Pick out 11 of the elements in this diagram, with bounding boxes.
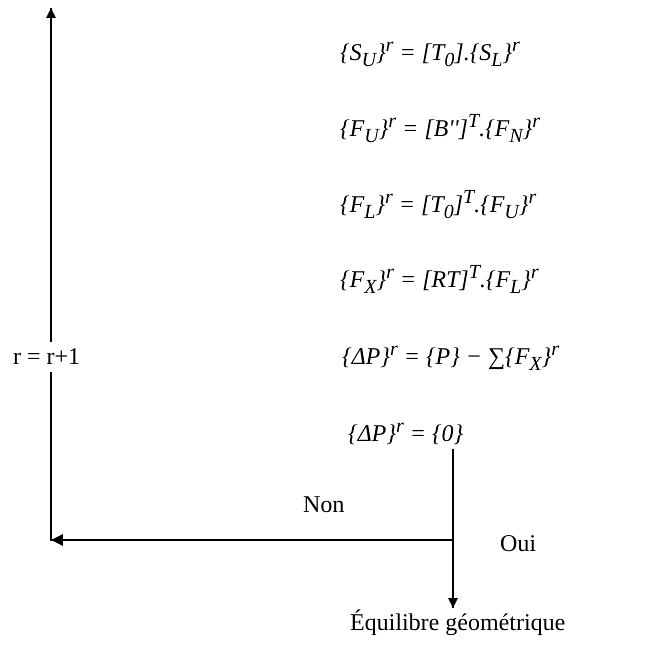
arrow [46,8,56,342]
equation: {S$_{U}$}$^{r}$ = [T$_{0}$].{S$_{L}$}$^{r}$ [340,30,520,75]
equation: {ΔP}$^{r}$ = {0} [348,411,464,449]
equation: {ΔP}$^{r}$ = {P} − ∑{F$_{X}$}$^{r}$ [342,334,559,379]
arrow [448,449,458,608]
equation: {F$_{X}$}$^{r}$ = [RT]$^{T}$.{F$_{L}$}$^{r}$ [340,257,539,302]
iteration-label: r = r+1 [13,342,80,372]
equation: {F$_{L}$}$^{r}$ = [T$_{0}$]$^{T}$.{F$_{U}$}$^{r}$ [340,182,536,227]
equation: {F$_{U}$}$^{r}$ = [B'']$^{T}$.{F$_{N}$}$^{r}$ [340,106,540,151]
result-label: Équilibre géométrique [350,608,566,638]
arrow [50,372,454,546]
